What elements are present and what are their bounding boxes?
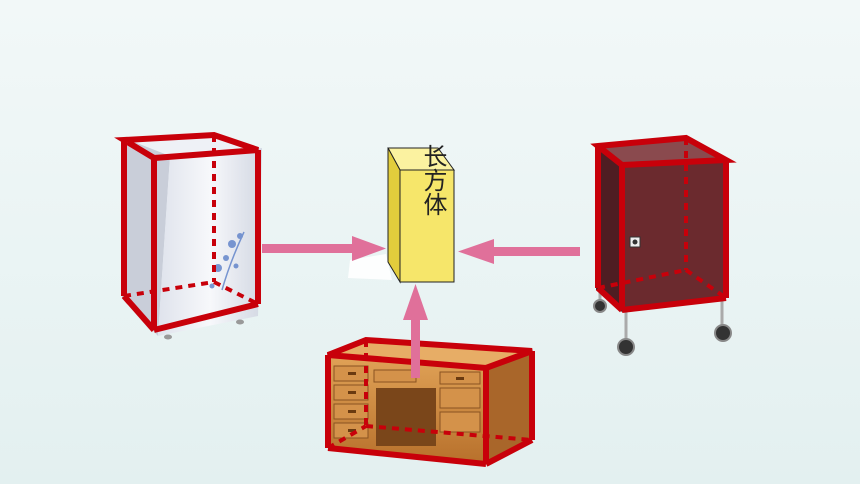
arrow-left-to-center bbox=[262, 236, 386, 261]
refrigerator-outline bbox=[114, 131, 261, 333]
cuboid-side-face bbox=[387, 147, 401, 284]
cuboid-label: 长方体 bbox=[419, 144, 447, 216]
cuboid-model: 长方体 bbox=[348, 144, 455, 284]
desk bbox=[325, 336, 535, 467]
cuboid-front-face bbox=[399, 169, 455, 283]
arrow-right-to-center bbox=[458, 239, 580, 264]
desk-outline bbox=[325, 336, 535, 467]
refrigerator-icon bbox=[122, 134, 262, 340]
cabinet-outline bbox=[590, 134, 737, 313]
desk-icon bbox=[328, 340, 532, 462]
arrow-bottom-to-center bbox=[403, 284, 428, 378]
refrigerator bbox=[114, 131, 262, 340]
cuboid-shadow bbox=[348, 254, 392, 280]
cabinet-on-wheels bbox=[590, 134, 737, 356]
cabinet-icon bbox=[593, 138, 732, 356]
